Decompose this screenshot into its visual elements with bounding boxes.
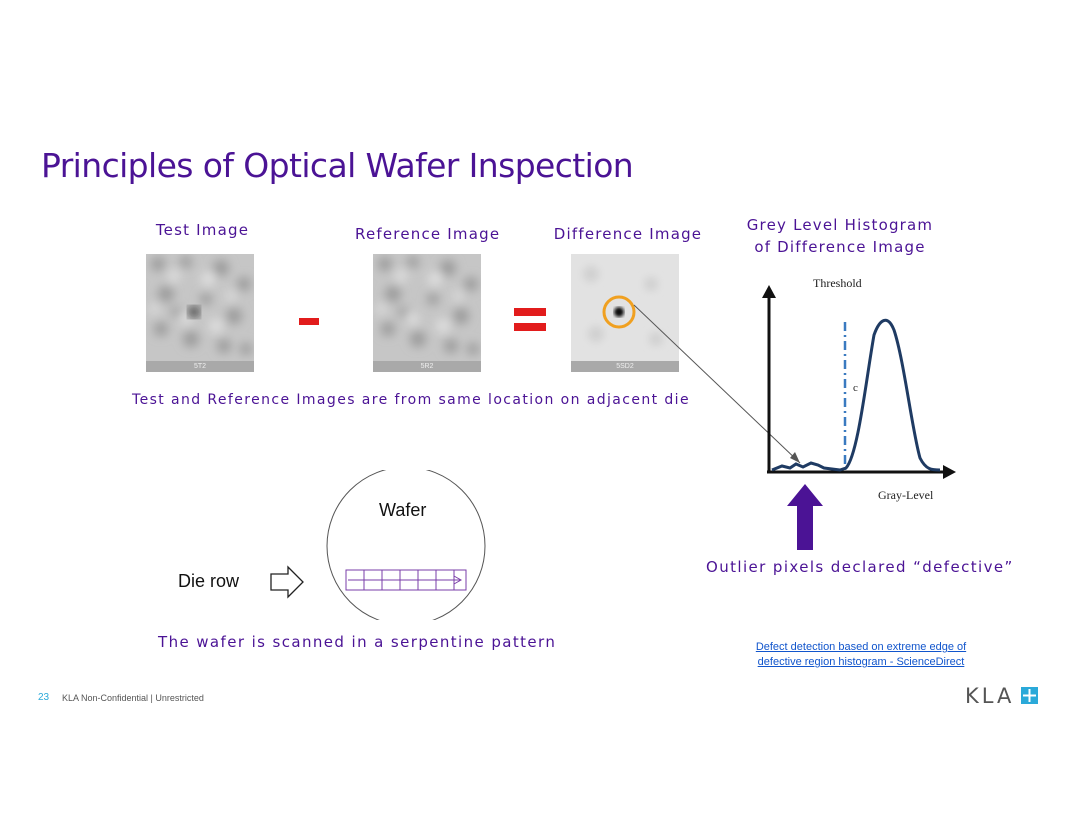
threshold-label: Threshold xyxy=(813,276,862,291)
wafer-outline xyxy=(327,470,485,620)
kla-logo-text: KLA xyxy=(965,684,1014,708)
scan-note: The wafer is scanned in a serpentine pat… xyxy=(158,633,556,651)
page-number: 23 xyxy=(38,692,49,703)
wafer-label: Wafer xyxy=(379,500,426,521)
reference-link-line2[interactable]: defective region histogram - ScienceDire… xyxy=(745,656,977,668)
die-row-pointer-arrow xyxy=(271,567,303,597)
outlier-up-arrow xyxy=(785,482,825,552)
connector-line xyxy=(634,305,800,463)
classification-text: KLA Non-Confidential | Unrestricted xyxy=(62,693,204,703)
kla-logo: KLA xyxy=(965,684,1045,708)
reference-link-line1[interactable]: Defect detection based on extreme edge o… xyxy=(745,641,977,653)
y-axis-arrowhead xyxy=(762,285,776,298)
die-row-label: Die row xyxy=(178,571,239,592)
wafer-diagram xyxy=(260,470,500,620)
kla-logo-plus-icon xyxy=(1021,687,1038,704)
histogram-curve xyxy=(772,320,940,470)
outlier-note: Outlier pixels declared “defective” xyxy=(706,558,1014,576)
x-axis-label: Gray-Level xyxy=(878,488,933,503)
curve-marker: c xyxy=(853,382,858,394)
x-axis-arrowhead xyxy=(943,465,956,479)
connector-arrowhead xyxy=(790,452,800,463)
